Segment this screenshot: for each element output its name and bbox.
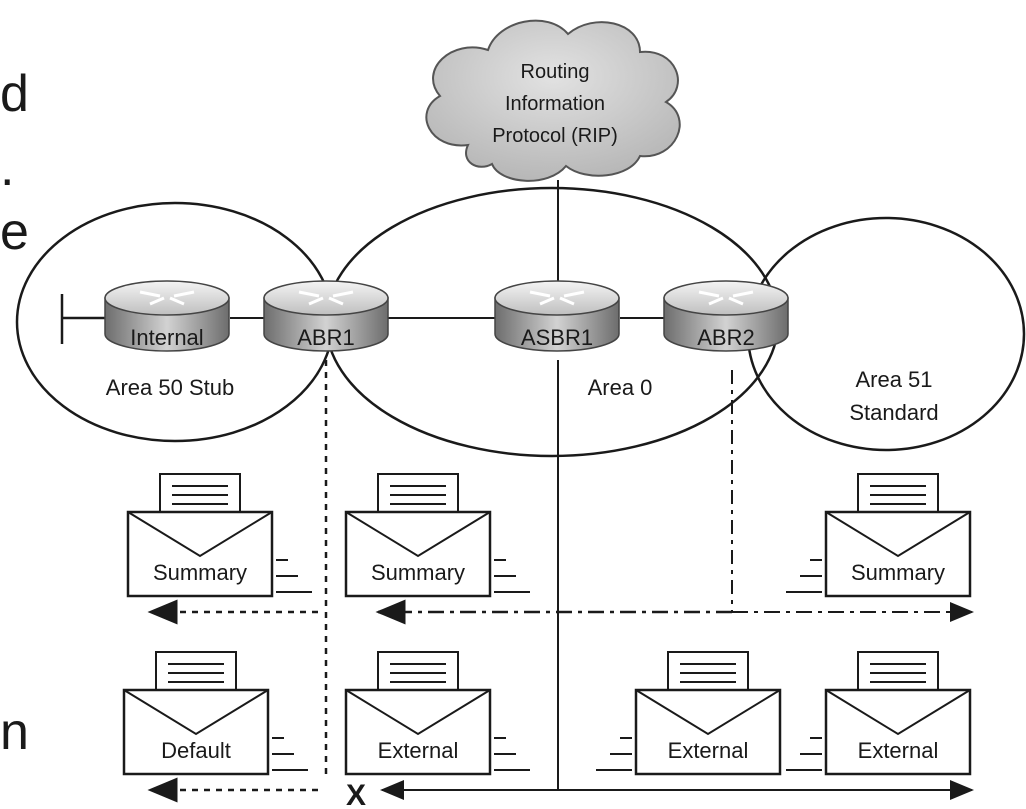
- envelope-summary-area51: [786, 473, 972, 598]
- envelope-summary-area51-label: Summary: [851, 560, 945, 585]
- envelope-summary-area0: [344, 473, 530, 598]
- cloud-label-line3: Protocol (RIP): [492, 125, 618, 147]
- envelope-summary-area50-label: Summary: [153, 560, 247, 585]
- envelope-external-area0-right-label: External: [668, 738, 749, 763]
- envelope-default-area50-label: Default: [161, 738, 231, 763]
- area-51-label-line1: Area 51: [855, 367, 932, 392]
- cloud-label-line2: Information: [505, 93, 605, 115]
- cloud-label-line1: Routing: [521, 61, 590, 83]
- area-0-label: Area 0: [588, 375, 653, 400]
- envelope-external-area51: [786, 651, 972, 776]
- cropped-text-dot: .: [0, 139, 15, 197]
- area-51-label-line2: Standard: [849, 400, 938, 425]
- envelope-external-area0-right: [596, 651, 782, 776]
- router-internal-label: Internal: [130, 325, 203, 350]
- envelope-external-area0: [344, 651, 530, 776]
- router-asbr1-label: ASBR1: [521, 325, 593, 350]
- router-abr2: [663, 280, 789, 352]
- rip-cloud: [425, 19, 681, 182]
- envelope-summary-area0-label: Summary: [371, 560, 465, 585]
- router-abr2-label: ABR2: [697, 325, 754, 350]
- blocked-marker: X: [346, 779, 366, 809]
- router-asbr1: [494, 280, 620, 352]
- envelope-external-area0-label: External: [378, 738, 459, 763]
- envelope-default-area50: [122, 651, 308, 776]
- router-abr1-label: ABR1: [297, 325, 354, 350]
- router-internal: [104, 280, 230, 352]
- router-abr1: [263, 280, 389, 352]
- cropped-text-e: e: [0, 203, 29, 261]
- cropped-text-d: d: [0, 65, 29, 123]
- envelope-summary-area50: [126, 473, 312, 598]
- cropped-text-n: n: [0, 703, 29, 761]
- envelope-external-area51-label: External: [858, 738, 939, 763]
- area-50-label: Area 50 Stub: [106, 375, 234, 400]
